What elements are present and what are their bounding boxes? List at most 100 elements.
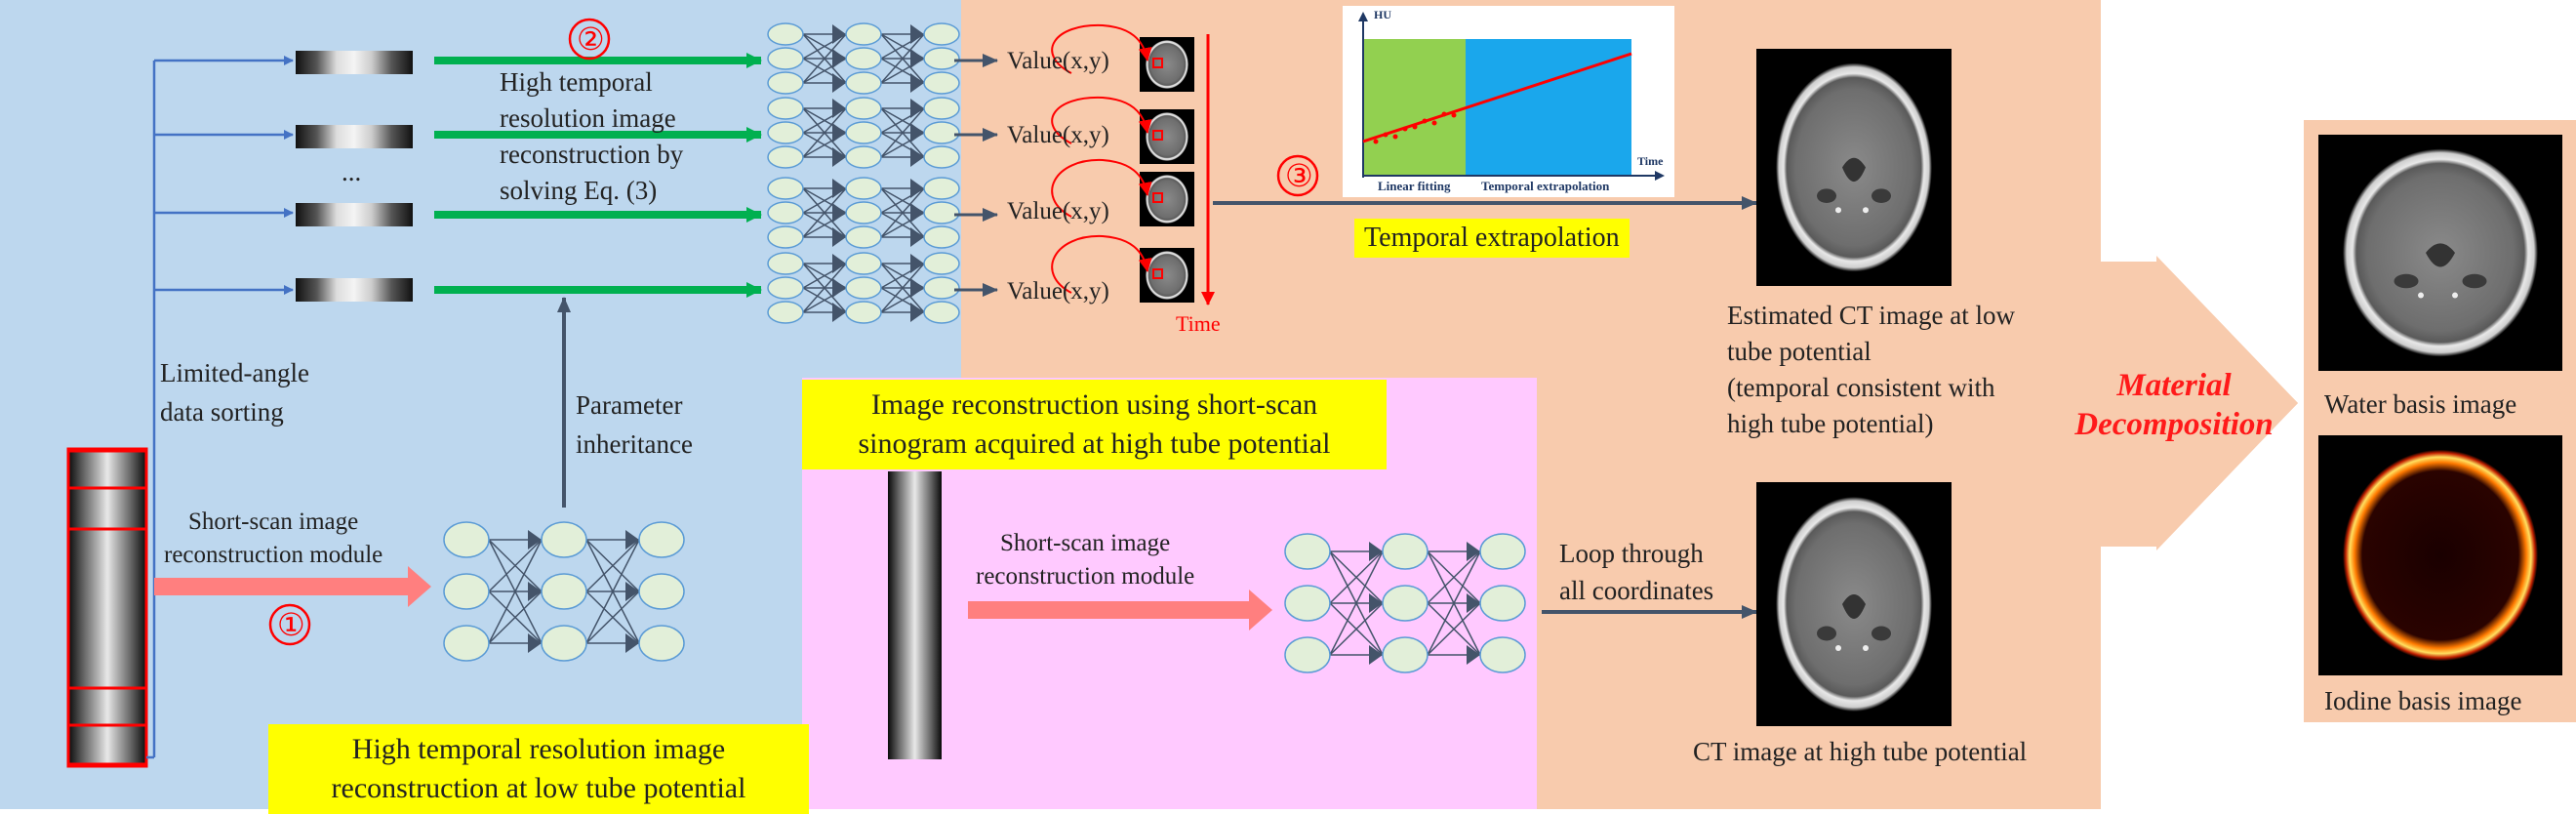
limited-sinogram-3 [296, 203, 413, 226]
ct-high-image-sulcus-right [1872, 626, 1891, 641]
time-frame-curve [1051, 234, 1152, 294]
network-node [443, 573, 490, 610]
network-node [923, 145, 960, 169]
network-node [923, 97, 960, 120]
network-arrowhead [832, 254, 846, 273]
ct-high-image-sulcus-left [1817, 626, 1836, 641]
limited-angle-box-4 [66, 723, 148, 766]
network-node [767, 301, 804, 324]
network-arrowhead [832, 24, 846, 44]
network-arrowhead [832, 179, 846, 198]
plot-linear-fitting-label: Linear fitting [1378, 179, 1451, 193]
network-arrowhead [910, 254, 924, 273]
network-node [1479, 585, 1526, 622]
network-arrowhead [1467, 542, 1480, 561]
network-node [638, 573, 685, 610]
network-node [923, 276, 960, 300]
network-arrowhead [528, 530, 542, 549]
network-connector [880, 263, 925, 313]
step-3-marker [1276, 154, 1319, 197]
network-node [767, 177, 804, 200]
network-arrowhead [910, 73, 924, 93]
network-node [845, 177, 882, 200]
network-connector [802, 33, 847, 84]
network-arrowhead [625, 582, 639, 601]
time-frame-1 [1051, 23, 1194, 92]
water-basis-label: Water basis image [2324, 389, 2517, 419]
time-frame-4 [1051, 234, 1194, 303]
red-arrow-1 [154, 566, 431, 607]
network-arrowhead [832, 227, 846, 247]
network-arrowhead [910, 24, 924, 44]
short-scan-module-label-2: Short-scan image reconstruction module [976, 530, 1195, 590]
limited-angle-label: Limited-angle data sorting [160, 358, 309, 427]
time-frame-curve [1051, 23, 1152, 74]
value-label-4: Value(x,y) [1007, 278, 1109, 305]
network-arrowhead [1467, 593, 1480, 613]
low-tube-reconstruction-highlight: High temporal resolution image reconstru… [268, 724, 809, 814]
water-basis-image-ventricle [2426, 243, 2455, 267]
network-node [845, 71, 882, 95]
ct-high-image-calcification-right [1863, 645, 1869, 651]
network-node [845, 276, 882, 300]
network-node [923, 301, 960, 324]
network-node [767, 201, 804, 224]
network-node [1382, 533, 1429, 570]
network-arrowhead [528, 633, 542, 653]
temporal-network-3 [767, 177, 960, 249]
network-connector [802, 187, 847, 238]
short-scan-module-label-1: Short-scan image reconstruction module [164, 509, 383, 568]
network-node [845, 252, 882, 275]
network-node [923, 225, 960, 249]
network-node [767, 47, 804, 70]
network-node [767, 276, 804, 300]
network-node [1479, 533, 1526, 570]
network-connector [1329, 602, 1384, 656]
time-frame-2 [1051, 96, 1194, 164]
estimated-ct-image [1756, 49, 1952, 286]
network-connector [488, 590, 543, 644]
network-node [541, 521, 587, 558]
iodine-basis-image [2318, 435, 2562, 675]
network-node [923, 71, 960, 95]
value-label-2: Value(x,y) [1007, 122, 1109, 148]
network-connector [585, 590, 640, 644]
network-arrowhead [910, 123, 924, 142]
network-arrowhead [832, 73, 846, 93]
iodine-basis-image-head [2343, 449, 2538, 662]
network-connector [1427, 602, 1481, 656]
network-node [767, 121, 804, 144]
time-frame-roi [1152, 268, 1163, 279]
decomposition-arrow-body [2059, 256, 2298, 550]
network-node [1284, 533, 1331, 570]
estimated-ct-image-ventricle [1842, 157, 1866, 183]
value-label-1: Value(x,y) [1007, 48, 1109, 74]
sinogram-low-tube [66, 447, 148, 768]
network-node [845, 97, 882, 120]
network-arrowhead [832, 303, 846, 322]
network-arrowhead [910, 303, 924, 322]
network-connector [802, 107, 847, 158]
ellipsis-label: ... [342, 157, 362, 186]
material-decomposition-label: Material Decomposition [2074, 368, 2274, 442]
network-node [923, 22, 960, 46]
water-basis-image [2318, 135, 2562, 371]
network-node [1284, 585, 1331, 622]
network-node [845, 121, 882, 144]
time-frame-brain [1146, 251, 1188, 300]
plot-time-label: Time [1637, 154, 1664, 168]
network-node [767, 22, 804, 46]
limited-angle-box-2 [66, 486, 148, 531]
network-arrowhead [832, 123, 846, 142]
limited-sinogram-2 [296, 125, 413, 148]
network-arrowhead [625, 530, 639, 549]
network-node [845, 225, 882, 249]
time-frame-brain [1146, 175, 1188, 224]
loop-coordinates-label: Loop through all coordinates [1559, 539, 1714, 605]
network-node [767, 252, 804, 275]
temporal-fit-plot [1343, 6, 1674, 197]
plot-hu-label: HU [1374, 8, 1391, 21]
time-frame-curve [1051, 96, 1152, 144]
plot-extrapolation-label: Temporal extrapolation [1481, 179, 1610, 193]
network-arrowhead [1369, 593, 1383, 613]
